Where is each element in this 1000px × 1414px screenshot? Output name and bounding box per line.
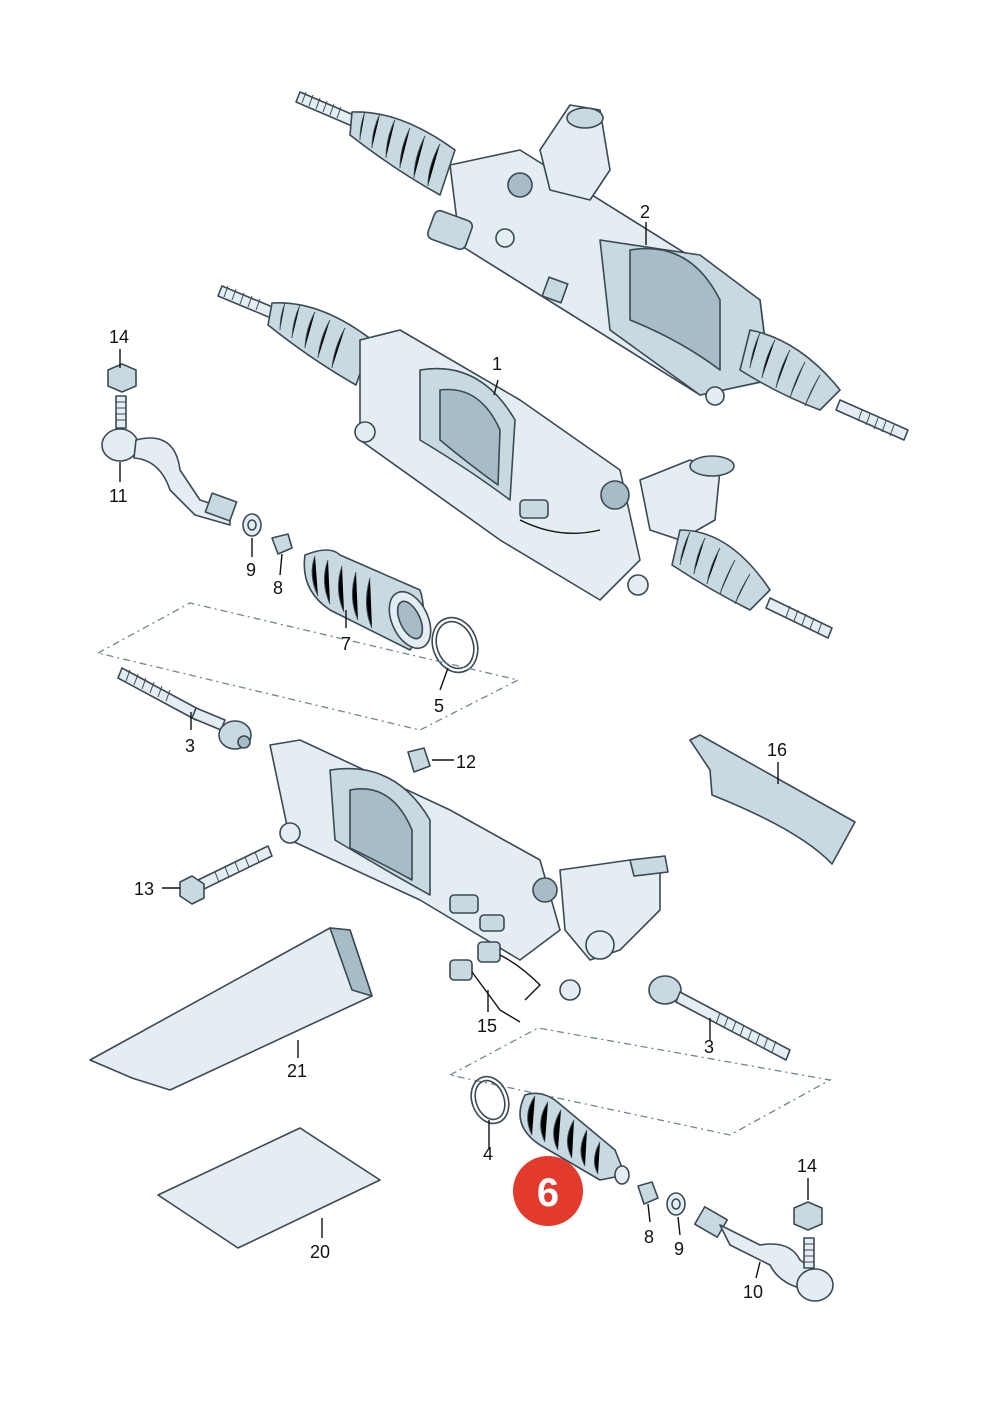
highlight-circle: [513, 1156, 583, 1226]
clamp-5: [431, 616, 479, 674]
label-part-10: 10: [743, 1282, 763, 1302]
kit-frame-lower: [448, 1027, 832, 1136]
heat-shield-20: [157, 1127, 381, 1249]
label-part-9-left: 9: [246, 560, 256, 580]
steering-rack-1: [217, 285, 833, 639]
steering-rack-2: [295, 91, 909, 441]
label-part-20: 20: [310, 1242, 330, 1262]
highlight-number: 6: [537, 1171, 559, 1215]
label-part-12: 12: [456, 752, 476, 772]
clamp-4: [470, 1075, 510, 1125]
label-part-16: 16: [767, 740, 787, 760]
heat-shield-21: [89, 927, 373, 1091]
label-part-9-right: 9: [674, 1239, 684, 1259]
boot-7: [303, 549, 432, 651]
label-part-2: 2: [640, 202, 650, 222]
tie-rod-end-11: [101, 363, 238, 526]
label-part-21: 21: [287, 1061, 307, 1081]
wiring-harness-15: [449, 941, 541, 1023]
grease-tube-16: [689, 734, 856, 865]
tie-rod-end-10: [693, 1201, 834, 1302]
label-part-11: 11: [109, 486, 128, 506]
kit-frame-upper: [96, 602, 520, 731]
label-part-3-left: 3: [185, 736, 195, 756]
clamp-8-left: [271, 533, 293, 555]
clamp-8-right: [637, 1181, 659, 1205]
nut-12: [407, 747, 431, 773]
label-part-14-left: 14: [109, 327, 129, 347]
label-part-13: 13: [134, 879, 154, 899]
label-part-8-right: 8: [644, 1227, 654, 1247]
label-part-7: 7: [341, 634, 351, 654]
label-part-8-left: 8: [273, 578, 283, 598]
label-part-3-right: 3: [704, 1037, 714, 1057]
steering-rack-bottom: [117, 667, 791, 1061]
label-part-1: 1: [492, 354, 502, 374]
label-part-14-right: 14: [797, 1156, 817, 1176]
highlight-callout-6: 6: [513, 1156, 583, 1226]
label-part-15: 15: [477, 1016, 497, 1036]
label-part-5: 5: [434, 696, 444, 716]
boot-6: [519, 1092, 630, 1185]
leader-lines: [119, 222, 809, 1279]
label-part-4: 4: [483, 1144, 493, 1164]
part-labels: 1 2 3 3 4 5 7 8 8 9 9 10 11 12 13 14 14 …: [109, 202, 817, 1302]
bolt-13: [179, 845, 273, 905]
